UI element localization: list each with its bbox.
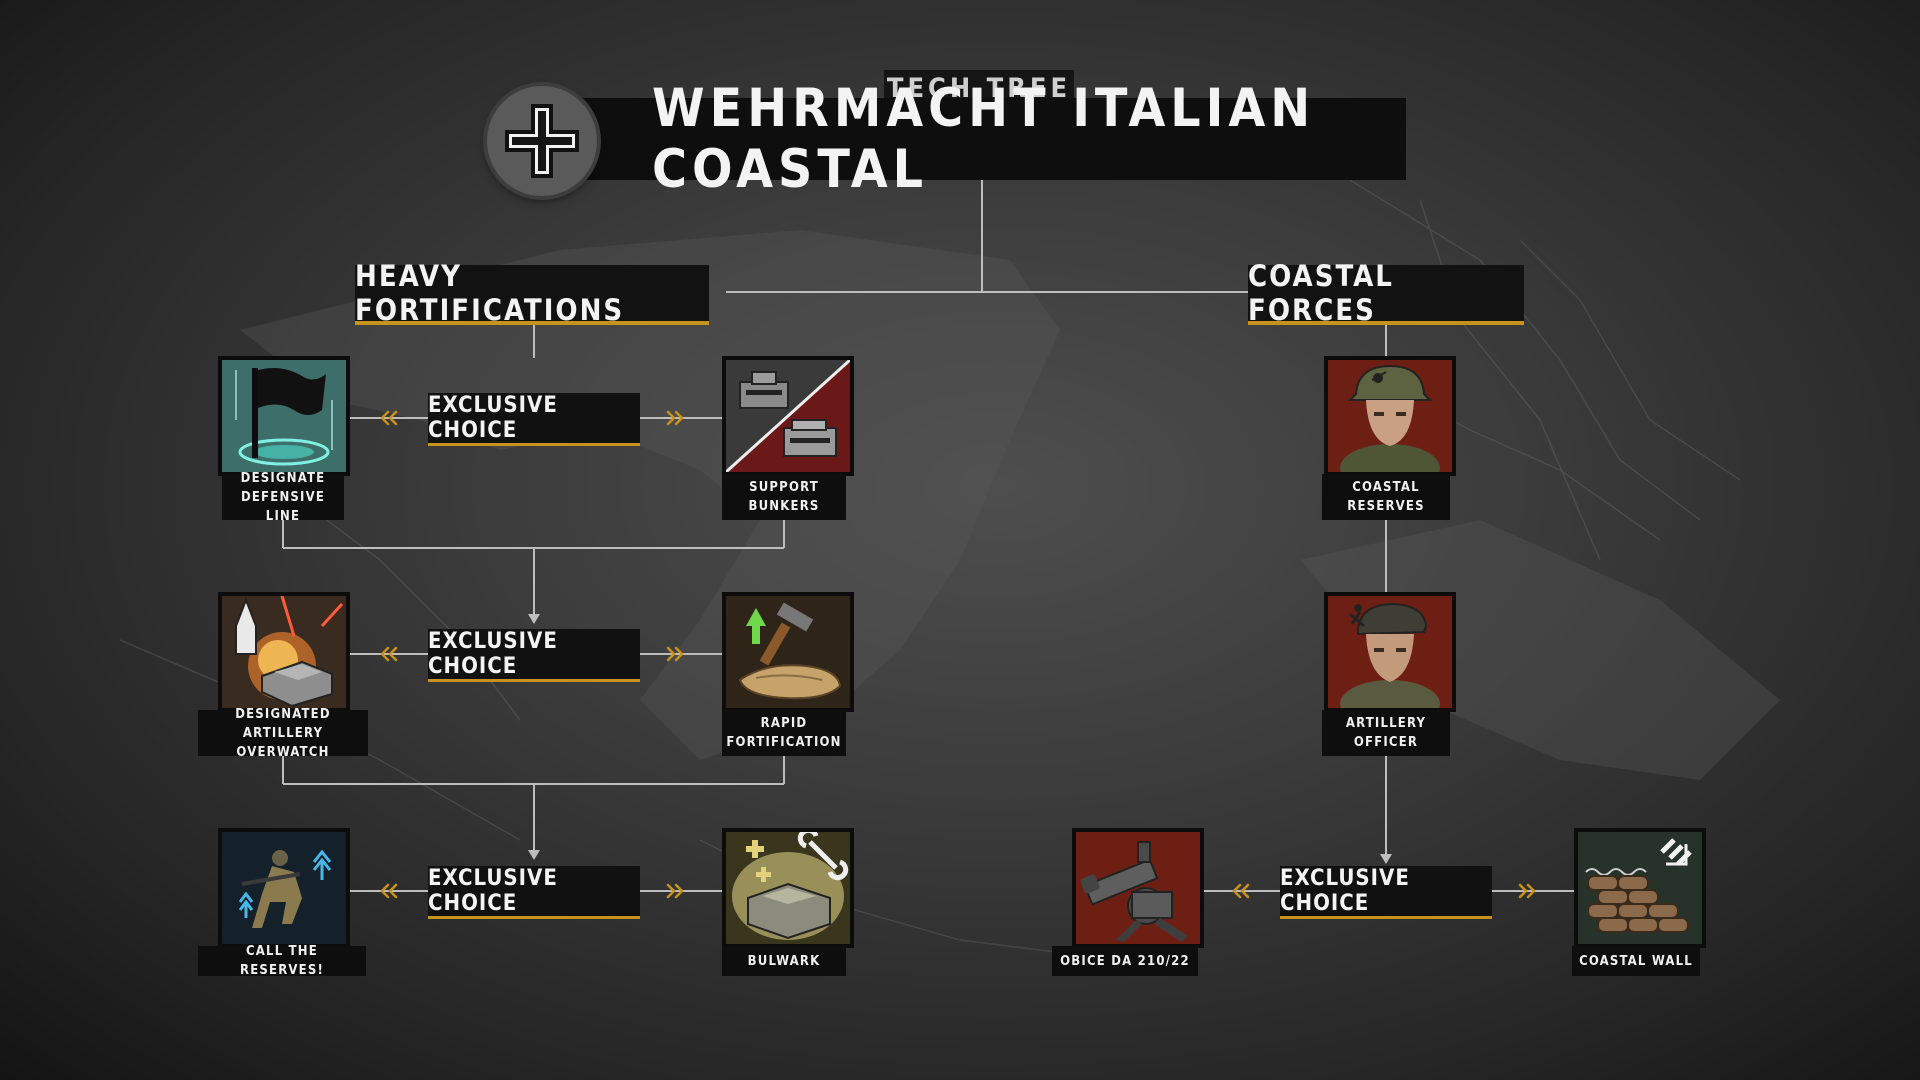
sandbag-hammer-icon xyxy=(726,596,850,708)
branch-coastal-forces: COASTAL FORCES xyxy=(1248,259,1524,327)
node-label: COASTAL RESERVES xyxy=(1322,474,1450,520)
sandbag-wall-icon xyxy=(1578,832,1702,944)
officer-portrait-icon xyxy=(1328,596,1452,708)
exclusive-choice-badge: EXCLUSIVE CHOICE xyxy=(428,866,640,919)
node-label: BULWARK xyxy=(722,946,846,976)
howitzer-icon xyxy=(1076,832,1200,944)
node-label: CALL THE RESERVES! xyxy=(198,944,366,978)
node-designated-artillery-overwatch[interactable] xyxy=(218,592,350,712)
node-support-bunkers[interactable] xyxy=(722,356,854,476)
bunker-icon xyxy=(726,360,850,472)
node-designate-defensive-line[interactable] xyxy=(218,356,350,476)
node-call-the-reserves[interactable] xyxy=(218,828,350,948)
node-label: COASTAL WALL xyxy=(1572,946,1700,976)
node-label: DESIGNATED ARTILLERY OVERWATCH xyxy=(198,707,368,760)
node-label: SUPPORT BUNKERS xyxy=(722,474,846,520)
node-label: DESIGNATE DEFENSIVE LINE xyxy=(222,471,344,524)
node-obice-da-210-22[interactable] xyxy=(1072,828,1204,948)
node-label: ARTILLERY OFFICER xyxy=(1322,710,1450,756)
balkenkreuz-icon xyxy=(487,86,597,196)
node-label: OBICE DA 210/22 xyxy=(1052,946,1198,976)
exclusive-choice-badge: EXCLUSIVE CHOICE xyxy=(1280,866,1492,919)
rifleman-icon xyxy=(222,832,346,944)
artillery-shell-icon xyxy=(222,596,346,708)
exclusive-choice-badge: EXCLUSIVE CHOICE xyxy=(428,393,640,446)
node-coastal-wall[interactable] xyxy=(1574,828,1706,948)
faction-title: WEHRMACHT ITALIAN COASTAL xyxy=(578,78,1406,200)
helmet-soldier-icon xyxy=(1328,360,1452,472)
node-label: RAPID FORTIFICATION xyxy=(722,710,846,756)
flag-icon xyxy=(222,360,346,472)
node-coastal-reserves[interactable] xyxy=(1324,356,1456,476)
exclusive-choice-badge: EXCLUSIVE CHOICE xyxy=(428,629,640,682)
branch-heavy-fortifications: HEAVY FORTIFICATIONS xyxy=(355,259,709,327)
bulwark-wrench-icon xyxy=(726,832,850,944)
node-artillery-officer[interactable] xyxy=(1324,592,1456,712)
faction-title-text: WEHRMACHT ITALIAN COASTAL xyxy=(652,78,1316,200)
node-rapid-fortification[interactable] xyxy=(722,592,854,712)
node-bulwark[interactable] xyxy=(722,828,854,948)
